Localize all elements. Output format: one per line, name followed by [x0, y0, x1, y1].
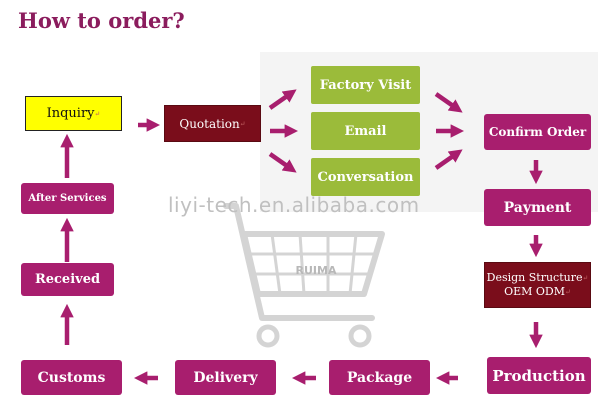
conversation-label: Conversation	[317, 169, 414, 185]
email-box: Email	[311, 112, 420, 150]
edit-mark: ↵	[94, 109, 101, 118]
email-label: Email	[344, 123, 387, 139]
oem-odm-label: OEM ODM	[504, 285, 566, 298]
customs-label: Customs	[37, 369, 106, 386]
inquiry-box: Inquiry↵	[25, 96, 122, 131]
arrow-conversation-confirm	[434, 149, 463, 170]
arrow-factory-confirm	[434, 92, 463, 113]
confirm-order-label: Confirm Order	[488, 125, 587, 139]
inquiry-label: Inquiry	[46, 106, 95, 121]
customs-box: Customs	[21, 360, 122, 395]
factory-visit-label: Factory Visit	[319, 77, 412, 93]
edit-mark: ↵	[582, 274, 589, 282]
delivery-box: Delivery	[175, 360, 276, 395]
cart-logo-text: RUIMA	[296, 264, 337, 277]
edit-mark: ↵	[565, 288, 571, 296]
package-box: Package	[329, 360, 430, 395]
payment-label: Payment	[503, 199, 572, 216]
watermark-text: liyi-tech.en.alibaba.com	[168, 193, 420, 217]
factory-visit-box: Factory Visit	[311, 66, 420, 104]
edit-mark: ↵	[239, 119, 246, 128]
quotation-label: Quotation	[179, 116, 240, 131]
design-structure-label: Design Structure	[486, 271, 583, 284]
received-label: Received	[34, 272, 101, 287]
page-title: How to order?	[18, 8, 185, 33]
arrow-quotation-factory	[268, 89, 297, 110]
delivery-label: Delivery	[193, 369, 258, 386]
confirm-order-box: Confirm Order	[484, 114, 591, 150]
conversation-box: Conversation	[311, 158, 420, 196]
payment-box: Payment	[484, 189, 591, 226]
production-label: Production	[492, 366, 586, 385]
production-box: Production	[487, 357, 591, 394]
after-services-label: After Services	[28, 193, 107, 204]
design-structure-box: Design Structure↵ OEM ODM↵	[484, 262, 591, 308]
after-services-box: After Services	[21, 183, 114, 214]
received-box: Received	[21, 263, 114, 296]
arrow-quotation-conversation	[268, 152, 297, 173]
quotation-box: Quotation↵	[164, 105, 261, 142]
package-label: Package	[346, 369, 413, 386]
